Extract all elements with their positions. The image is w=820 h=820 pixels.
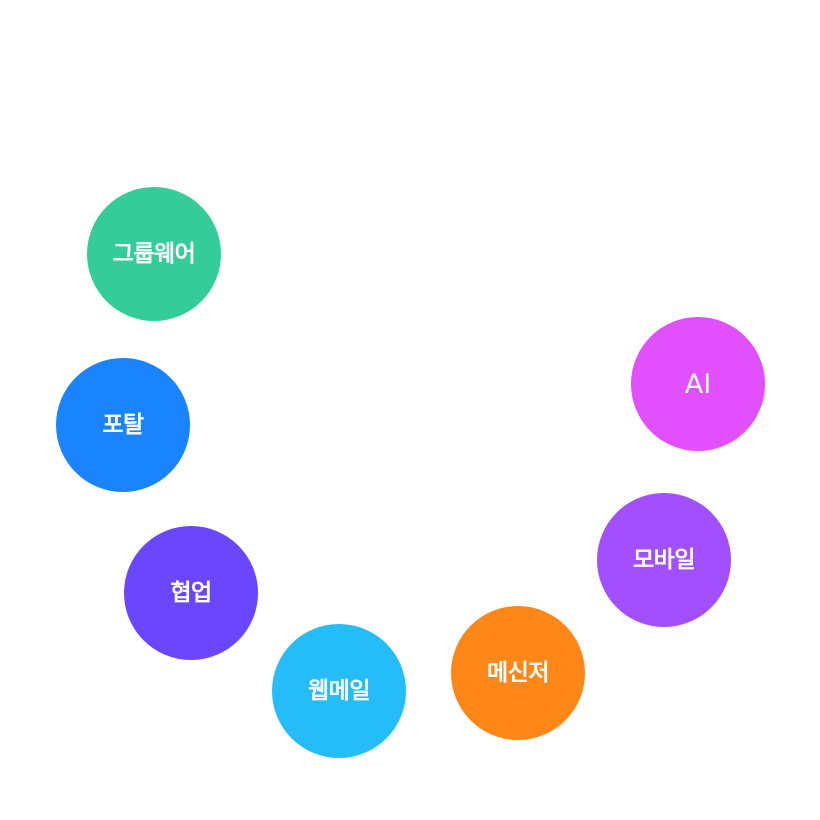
collaboration-bubble[interactable]: 협업	[124, 526, 258, 660]
messenger-bubble[interactable]: 메신저	[451, 606, 585, 740]
groupware-bubble[interactable]: 그룹웨어	[87, 187, 221, 321]
messenger-label: 메신저	[487, 659, 549, 686]
ai-bubble[interactable]: AI	[631, 317, 765, 451]
groupware-label: 그룹웨어	[112, 240, 196, 267]
mobile-bubble[interactable]: 모바일	[597, 493, 731, 627]
webmail-label: 웹메일	[308, 677, 370, 704]
collaboration-label: 협업	[170, 579, 212, 606]
mobile-label: 모바일	[633, 546, 695, 573]
portal-bubble[interactable]: 포탈	[56, 358, 190, 492]
ai-label: AI	[684, 368, 712, 400]
webmail-bubble[interactable]: 웹메일	[272, 624, 406, 758]
portal-label: 포탈	[102, 411, 144, 438]
